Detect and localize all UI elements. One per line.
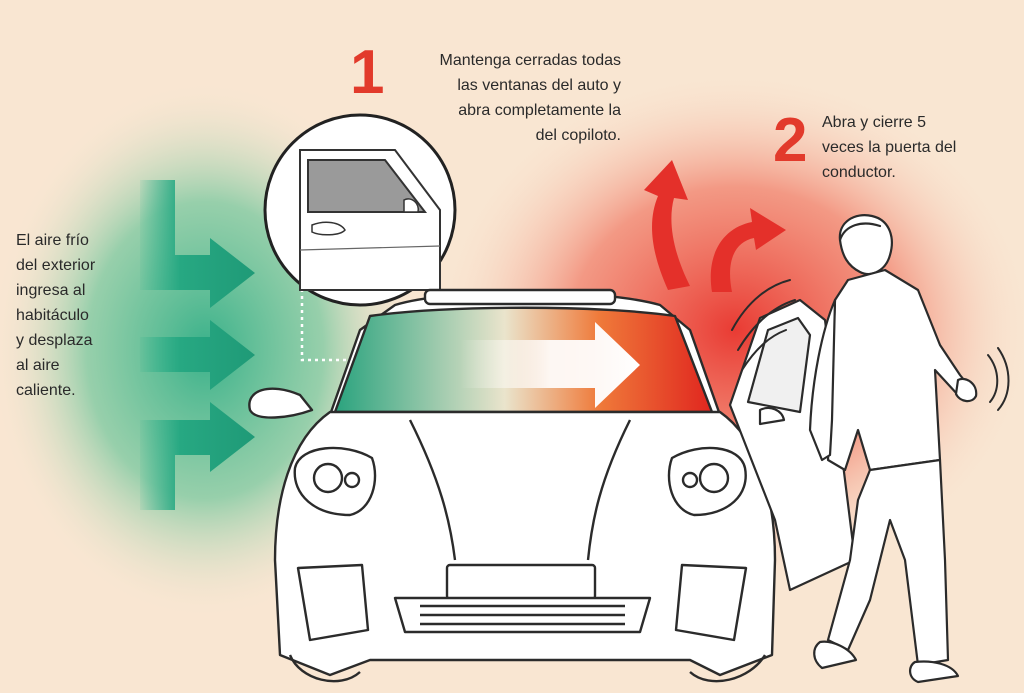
cold-air-arrow-icon xyxy=(140,180,255,308)
car-front xyxy=(248,288,777,683)
man-figure xyxy=(808,214,978,684)
step-1-number: 1 xyxy=(350,38,385,107)
step-2-instruction: Abra y cierre 5 veces la puerta del cond… xyxy=(822,114,957,181)
cold-air-arrows xyxy=(140,180,255,510)
license-plate xyxy=(445,563,597,601)
step-2-number: 2 xyxy=(773,106,808,175)
callout-connector xyxy=(300,240,350,362)
cold-air-explanation: El aire frío del exterior ingresa al hab… xyxy=(16,232,96,399)
hot-air-arrow-icon xyxy=(644,160,690,290)
cold-air-arrow-icon xyxy=(140,402,255,510)
left-mirror xyxy=(248,387,314,419)
step-1-instruction: Mantenga cerradas todas las ventanas del… xyxy=(439,52,621,144)
hot-air-arrow-icon xyxy=(710,208,786,292)
cold-air-arrow-icon xyxy=(140,320,255,390)
door-motion-lines xyxy=(731,279,1010,411)
door-window-inset xyxy=(263,113,457,307)
airflow-arrow-icon xyxy=(460,322,640,408)
hot-air-arrows xyxy=(644,160,786,292)
